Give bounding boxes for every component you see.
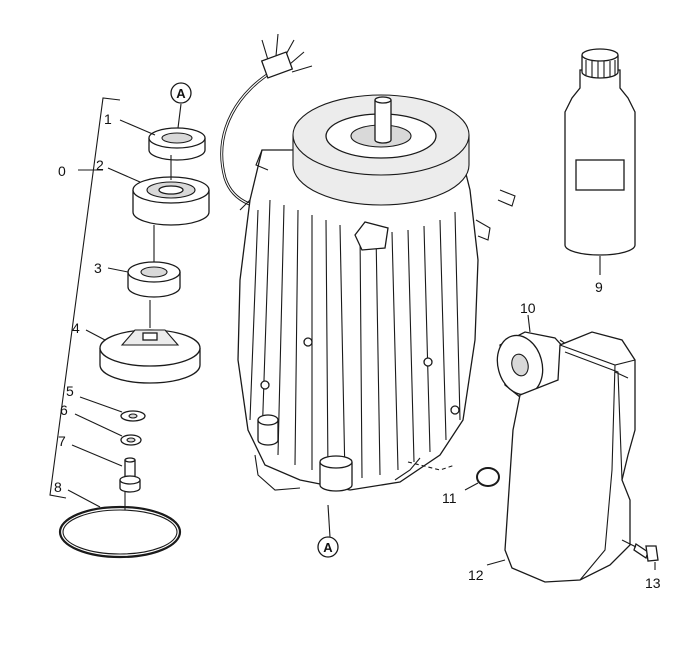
label-part-11: 11 (442, 490, 457, 506)
label-part-1: 1 (104, 111, 112, 127)
label-part-9: 9 (595, 279, 603, 295)
label-part-5: 5 (66, 383, 74, 399)
part-13-screw (621, 539, 659, 570)
part-12-reservoir (486, 331, 636, 583)
part-6-washer (74, 413, 142, 446)
motor-housing (220, 33, 516, 492)
part-2-bearing (107, 155, 210, 226)
part-4-flange (85, 300, 201, 384)
marker-a-bottom-text: A (323, 540, 333, 555)
label-part-12: 12 (468, 567, 484, 583)
part-1-bearing (119, 119, 206, 161)
marker-a-bottom: A (317, 504, 339, 558)
label-part-3: 3 (94, 260, 102, 276)
part-5-washer (79, 396, 146, 422)
part-8-o-ring (58, 489, 182, 559)
label-part-4: 4 (72, 320, 80, 336)
label-part-0: 0 (58, 163, 66, 179)
label-part-7: 7 (58, 433, 66, 449)
label-part-13: 13 (645, 575, 661, 591)
marker-a-top-text: A (176, 86, 186, 101)
marker-a-top: A (170, 82, 192, 129)
part-3-sleeve (107, 225, 181, 298)
label-part-10: 10 (520, 300, 536, 316)
label-part-8: 8 (54, 479, 62, 495)
part-9-oil-bottle (564, 48, 636, 275)
part-labels: 0 1 2 3 4 5 6 7 8 9 10 11 12 13 (54, 111, 661, 591)
label-part-2: 2 (96, 157, 104, 173)
assembly-bracket (49, 97, 121, 499)
part-7-screw (71, 444, 141, 493)
part-11-o-ring (407, 461, 500, 491)
label-part-6: 6 (60, 402, 68, 418)
